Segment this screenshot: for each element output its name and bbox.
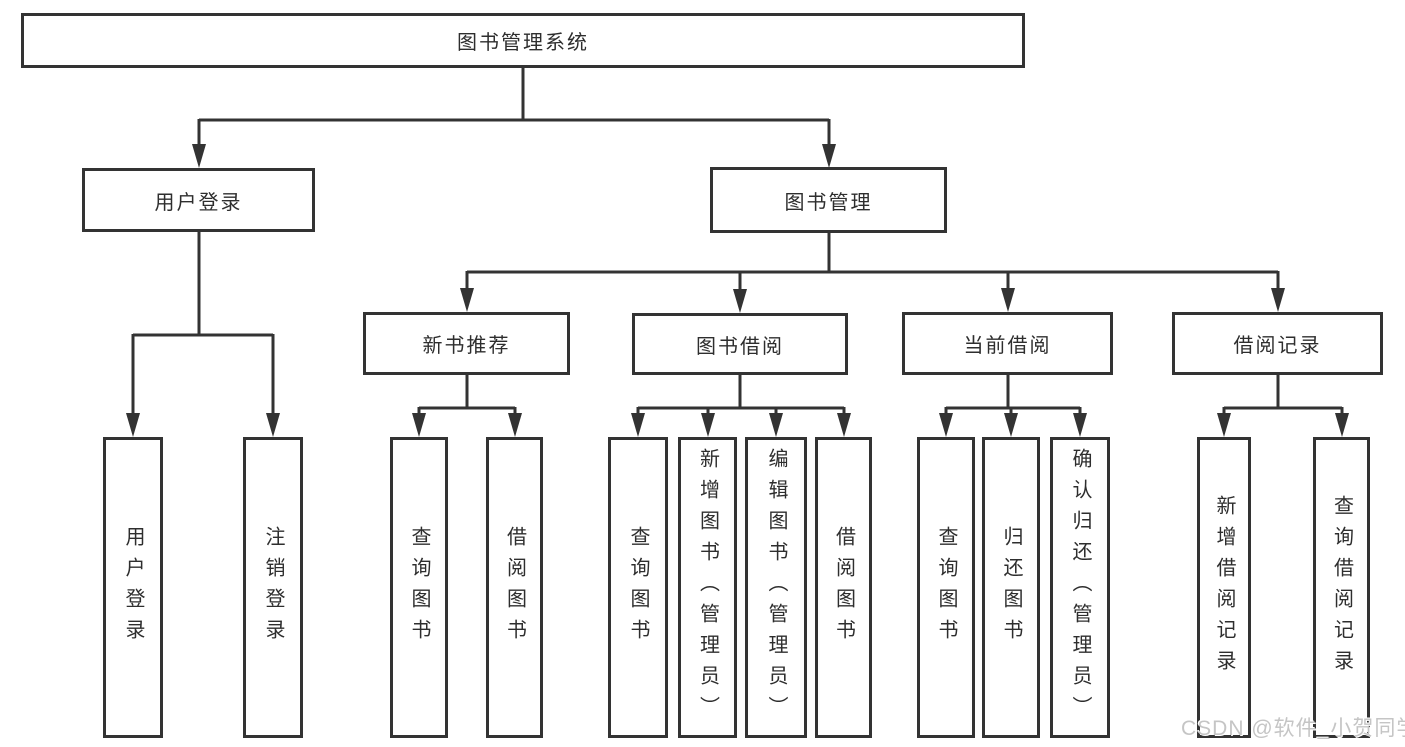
csdn-watermark: CSDN @软件_小贺同学 bbox=[1181, 717, 1405, 740]
leaf-query-books-recommend: 查询图书 bbox=[390, 437, 448, 738]
leaf-query-borrow-record: 查询借阅记录 bbox=[1313, 437, 1370, 738]
node-root-system: 图书管理系统 bbox=[21, 13, 1025, 68]
node-user-login: 用户登录 bbox=[82, 168, 315, 232]
leaf-query-books-current: 查询图书 bbox=[917, 437, 975, 738]
node-book-borrowing: 图书借阅 bbox=[632, 313, 848, 375]
leaf-user-login: 用户登录 bbox=[103, 437, 163, 738]
leaf-logout: 注销登录 bbox=[243, 437, 303, 738]
leaf-return-book: 归还图书 bbox=[982, 437, 1040, 738]
node-current-borrowing: 当前借阅 bbox=[902, 312, 1113, 375]
leaf-add-book-admin: 新增图书（管理员） bbox=[678, 437, 737, 738]
node-book-management: 图书管理 bbox=[710, 167, 947, 233]
arrowheads bbox=[126, 144, 1349, 437]
node-borrow-records: 借阅记录 bbox=[1172, 312, 1383, 375]
node-new-book-recommend: 新书推荐 bbox=[363, 312, 570, 375]
leaf-borrow-books: 借阅图书 bbox=[815, 437, 872, 738]
leaf-confirm-return-admin: 确认归还（管理员） bbox=[1050, 437, 1110, 738]
leaf-borrow-books-recommend: 借阅图书 bbox=[486, 437, 543, 738]
leaf-add-borrow-record: 新增借阅记录 bbox=[1197, 437, 1251, 738]
leaf-query-books-borrowing: 查询图书 bbox=[608, 437, 668, 738]
leaf-edit-book-admin: 编辑图书（管理员） bbox=[745, 437, 807, 738]
